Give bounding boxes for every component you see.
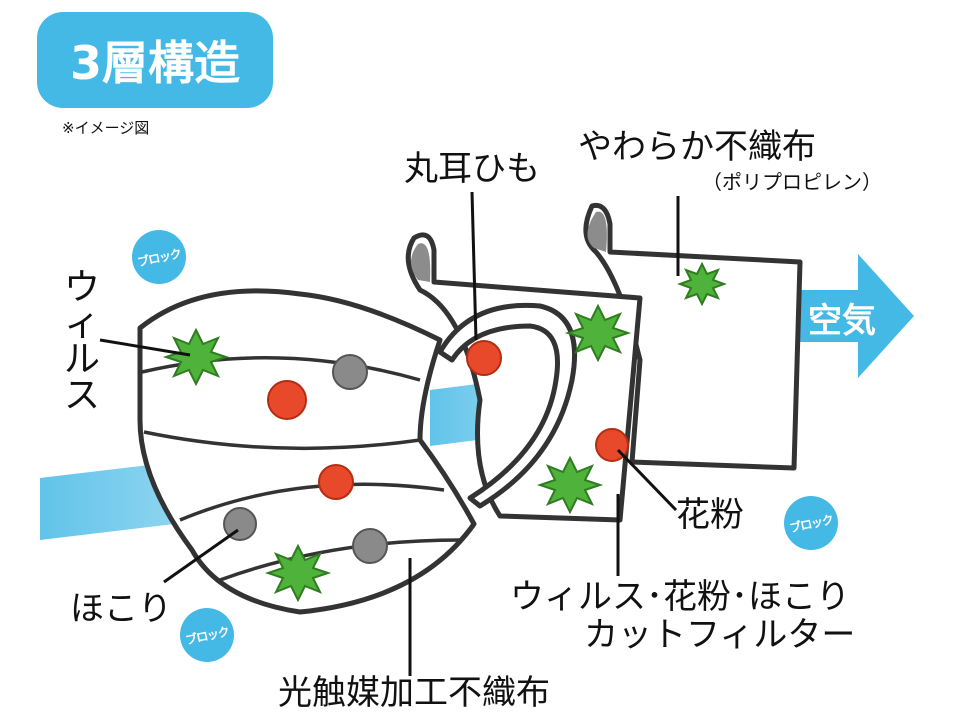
mask-pleat-2 [143,430,421,451]
mask-pleat-4 [219,538,461,582]
label-air: 空気 [808,301,876,341]
pollen-particle [267,380,307,420]
label-filter-line1: ウィルス･花粉･ほこり [510,577,850,617]
dust-particle [352,528,388,564]
pollen-particles [267,340,629,500]
pollen-particle [318,464,354,500]
page-title: 3層構造 [69,36,240,90]
label-soft-fabric-material: （ポリプロピレン） [702,170,882,194]
soft-fabric-fold [587,211,607,252]
virus-particles [162,261,727,603]
label-dust: ほこり [70,589,172,629]
air-arrow-icon [796,254,914,378]
ear-loop [437,302,578,509]
virus-particle [162,327,230,387]
illustration-note: ※イメージ図 [62,119,150,137]
leader-virus [99,338,191,357]
label-ear-loop: 丸耳ひも [404,149,540,189]
virus-particle [536,455,604,515]
pollen-particle [466,340,502,376]
virus-particle [264,543,332,603]
virus-particle [564,303,632,363]
dust-particle [332,354,368,390]
dust-particle [223,507,257,541]
label-filter-line2: カットフィルター [584,615,856,655]
virus-particle [677,261,727,307]
dust-particles [223,354,388,564]
label-virus: ウィルス [63,267,100,416]
leader-dust [163,528,239,584]
label-soft-fabric: やわらか不織布 [578,127,816,167]
label-photocatalyst: 光触媒加工不織布 [278,673,550,713]
leader-pollen [616,448,678,512]
filter-fold [411,243,431,282]
title-badge [37,12,273,108]
label-pollen: 花粉 [676,495,744,535]
filter-layer [405,232,643,523]
leader-ear-loop [470,191,478,341]
leader-lines [99,191,680,676]
mask-pleat-3 [179,482,445,522]
mask-pleat-1 [141,356,421,382]
